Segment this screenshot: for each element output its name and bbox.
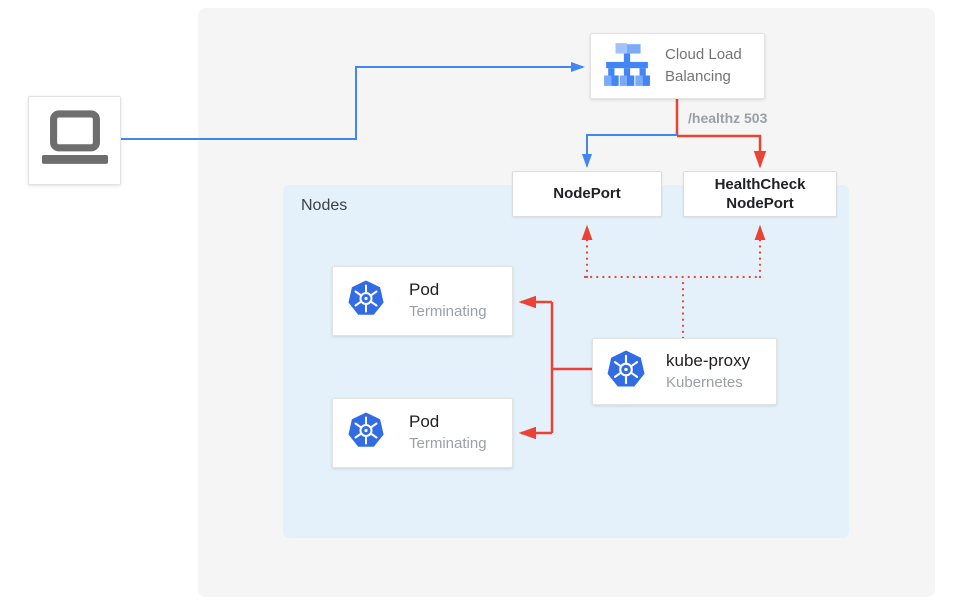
kube-proxy-node: kube-proxy Kubernetes [592,338,777,405]
nodes-group-label: Nodes [301,197,348,214]
client-node [28,96,121,185]
kubernetes-icon [347,280,385,322]
pod-terminating-node-2: Pod Terminating [332,398,513,468]
kube-proxy-title: kube-proxy [666,350,751,370]
laptop-icon [41,110,108,171]
pod-title: Pod [409,280,440,300]
healthcheck-nodeport-label-line2: NodePort [726,195,794,212]
cloud-load-balancing-label: Cloud Load Balancing [665,46,742,85]
cloud-load-balancing-icon [603,42,651,91]
healthcheck-nodeport-label-line1: HealthCheck [714,175,806,193]
pod-status: Terminating [409,303,487,321]
nodeport-label: NodePort [553,185,621,203]
pod-labels: Pod Terminating [409,279,487,322]
kube-proxy-subtitle: Kubernetes [666,373,743,391]
nodeport-node: NodePort [512,171,662,217]
pod-terminating-node-1: Pod Terminating [332,266,513,336]
pod-labels: Pod Terminating [409,411,487,454]
cloud-load-balancing-node: Cloud Load Balancing [590,33,765,99]
kubernetes-icon [347,412,385,454]
healthz-status-label: /healthz 503 [688,110,768,126]
pod-status: Terminating [409,435,487,453]
healthcheck-nodeport-node: HealthCheck NodePort [683,171,837,217]
kubernetes-icon [606,350,646,394]
pod-title: Pod [409,412,440,432]
kube-proxy-labels: kube-proxy Kubernetes [666,350,750,393]
